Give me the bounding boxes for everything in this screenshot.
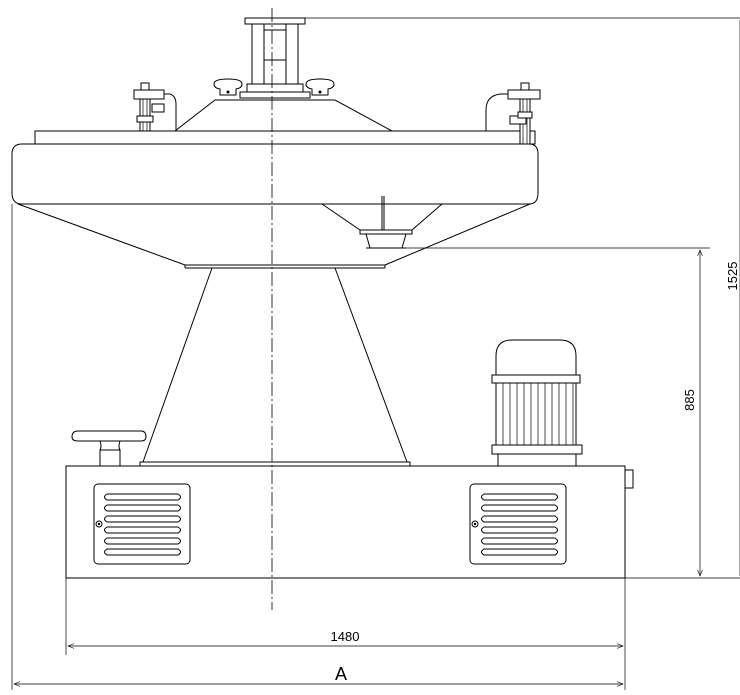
dimension-1525: 1525 bbox=[725, 20, 740, 576]
dimension-1480: 1480 bbox=[67, 629, 624, 649]
knob-right bbox=[305, 78, 335, 96]
vent-grille-right bbox=[469, 483, 567, 565]
extension-lines bbox=[11, 17, 740, 690]
pedestal-cone bbox=[139, 267, 411, 467]
dimension-1480-label: 1480 bbox=[331, 629, 360, 644]
motor bbox=[491, 339, 583, 467]
vent-grille-left bbox=[93, 483, 191, 565]
dimension-A-label: A bbox=[335, 664, 347, 684]
motor-fins bbox=[495, 382, 577, 446]
dimension-A: A bbox=[13, 664, 624, 687]
dimension-885-label: 885 bbox=[682, 389, 697, 411]
clamp-left bbox=[133, 82, 177, 132]
clamp-right bbox=[485, 82, 541, 146]
bowl-cone bbox=[17, 203, 531, 269]
bowl-ring bbox=[11, 143, 539, 205]
knob-left bbox=[213, 78, 243, 96]
cover-lid bbox=[34, 99, 536, 145]
dimension-1525-label: 1525 bbox=[725, 262, 740, 291]
dimension-885: 885 bbox=[682, 249, 703, 577]
spindle-column bbox=[239, 17, 311, 99]
handwheel bbox=[71, 430, 147, 467]
